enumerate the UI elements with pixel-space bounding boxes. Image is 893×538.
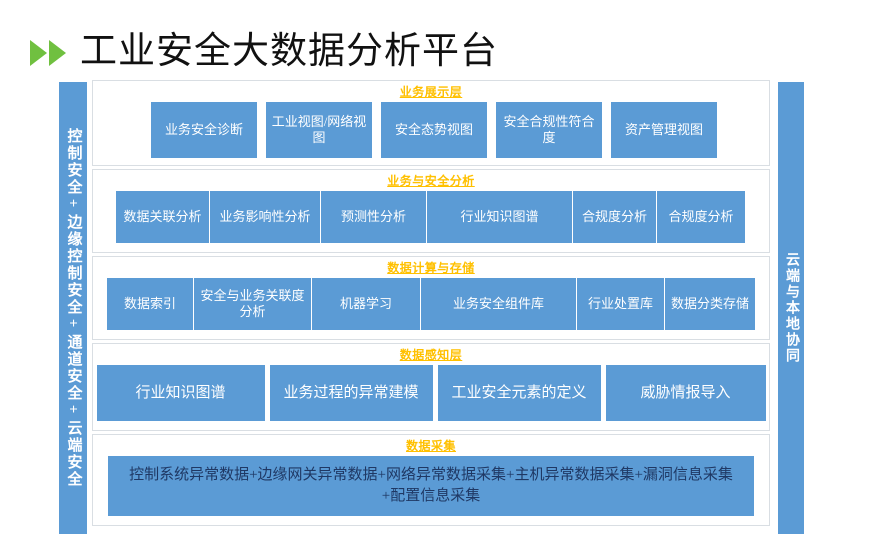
sidebar-left-label: 控制安全+边缘控制安全+通道安全+云端安全: [65, 128, 82, 488]
layer-box[interactable]: 业务影响性分析: [210, 191, 320, 244]
layer-box[interactable]: 安全态势视图: [381, 102, 487, 159]
layer-title: 业务展示层: [399, 85, 463, 99]
layer-box[interactable]: 合规度分析: [657, 191, 745, 244]
layer-box[interactable]: 安全合规性符合度: [496, 102, 602, 159]
layer-data-compute-storage: 数据计算与存储 数据索引 安全与业务关联度分析 机器学习 业务安全组件库 行业处…: [92, 256, 770, 340]
layer-box-row: 业务安全诊断 工业视图/网络视图 安全态势视图 安全合规性符合度 资产管理视图: [151, 102, 717, 159]
architecture-layer-stack: 业务展示层 业务安全诊断 工业视图/网络视图 安全态势视图 安全合规性符合度 资…: [92, 80, 770, 536]
layer-box[interactable]: 工业视图/网络视图: [266, 102, 372, 159]
layer-box[interactable]: 工业安全元素的定义: [437, 365, 601, 422]
layer-box[interactable]: 数据关联分析: [116, 191, 209, 244]
layer-box-row: 行业知识图谱 业务过程的异常建模 工业安全元素的定义 威胁情报导入: [96, 365, 766, 422]
sidebar-left-security-stack: 控制安全+边缘控制安全+通道安全+云端安全: [59, 82, 87, 534]
layer-title: 数据采集: [405, 439, 456, 453]
layer-box[interactable]: 威胁情报导入: [605, 365, 766, 422]
layer-box[interactable]: 安全与业务关联度分析: [194, 278, 311, 331]
slide-title-row: 工业安全大数据分析平台: [30, 22, 498, 78]
layer-box[interactable]: 行业处置库: [577, 278, 664, 331]
layer-data-collection: 数据采集 控制系统异常数据+边缘网关异常数据+网络异常数据采集+主机异常数据采集…: [92, 434, 770, 526]
layer-box[interactable]: 业务过程的异常建模: [269, 365, 433, 422]
layer-title: 业务与安全分析: [387, 174, 475, 188]
layer-box[interactable]: 机器学习: [312, 278, 420, 331]
double-triangle-right-icon: [30, 40, 66, 66]
layer-box[interactable]: 业务安全组件库: [421, 278, 576, 331]
layer-box-row: 数据索引 安全与业务关联度分析 机器学习 业务安全组件库 行业处置库 数据分类存…: [107, 278, 755, 331]
layer-box[interactable]: 控制系统异常数据+边缘网关异常数据+网络异常数据采集+主机异常数据采集+漏洞信息…: [108, 456, 754, 517]
layer-title: 数据感知层: [399, 348, 463, 362]
layer-box[interactable]: 合规度分析: [573, 191, 656, 244]
layer-box-row: 控制系统异常数据+边缘网关异常数据+网络异常数据采集+主机异常数据采集+漏洞信息…: [108, 456, 754, 517]
layer-box[interactable]: 行业知识图谱: [427, 191, 572, 244]
layer-data-perception: 数据感知层 行业知识图谱 业务过程的异常建模 工业安全元素的定义 威胁情报导入: [92, 343, 770, 431]
sidebar-right-label: 云端与本地协同: [784, 252, 799, 364]
layer-business-presentation: 业务展示层 业务安全诊断 工业视图/网络视图 安全态势视图 安全合规性符合度 资…: [92, 80, 770, 166]
layer-business-security-analysis: 业务与安全分析 数据关联分析 业务影响性分析 预测性分析 行业知识图谱 合规度分…: [92, 169, 770, 253]
layer-box[interactable]: 数据分类存储: [665, 278, 755, 331]
layer-box[interactable]: 行业知识图谱: [96, 365, 265, 422]
sidebar-right-cloud-local: 云端与本地协同: [778, 82, 804, 534]
layer-box[interactable]: 预测性分析: [321, 191, 426, 244]
layer-box[interactable]: 业务安全诊断: [151, 102, 257, 159]
layer-box[interactable]: 资产管理视图: [611, 102, 717, 159]
layer-box[interactable]: 数据索引: [107, 278, 193, 331]
layer-title: 数据计算与存储: [387, 261, 475, 275]
layer-box-row: 数据关联分析 业务影响性分析 预测性分析 行业知识图谱 合规度分析 合规度分析: [116, 191, 746, 244]
page-title: 工业安全大数据分析平台: [80, 29, 498, 71]
